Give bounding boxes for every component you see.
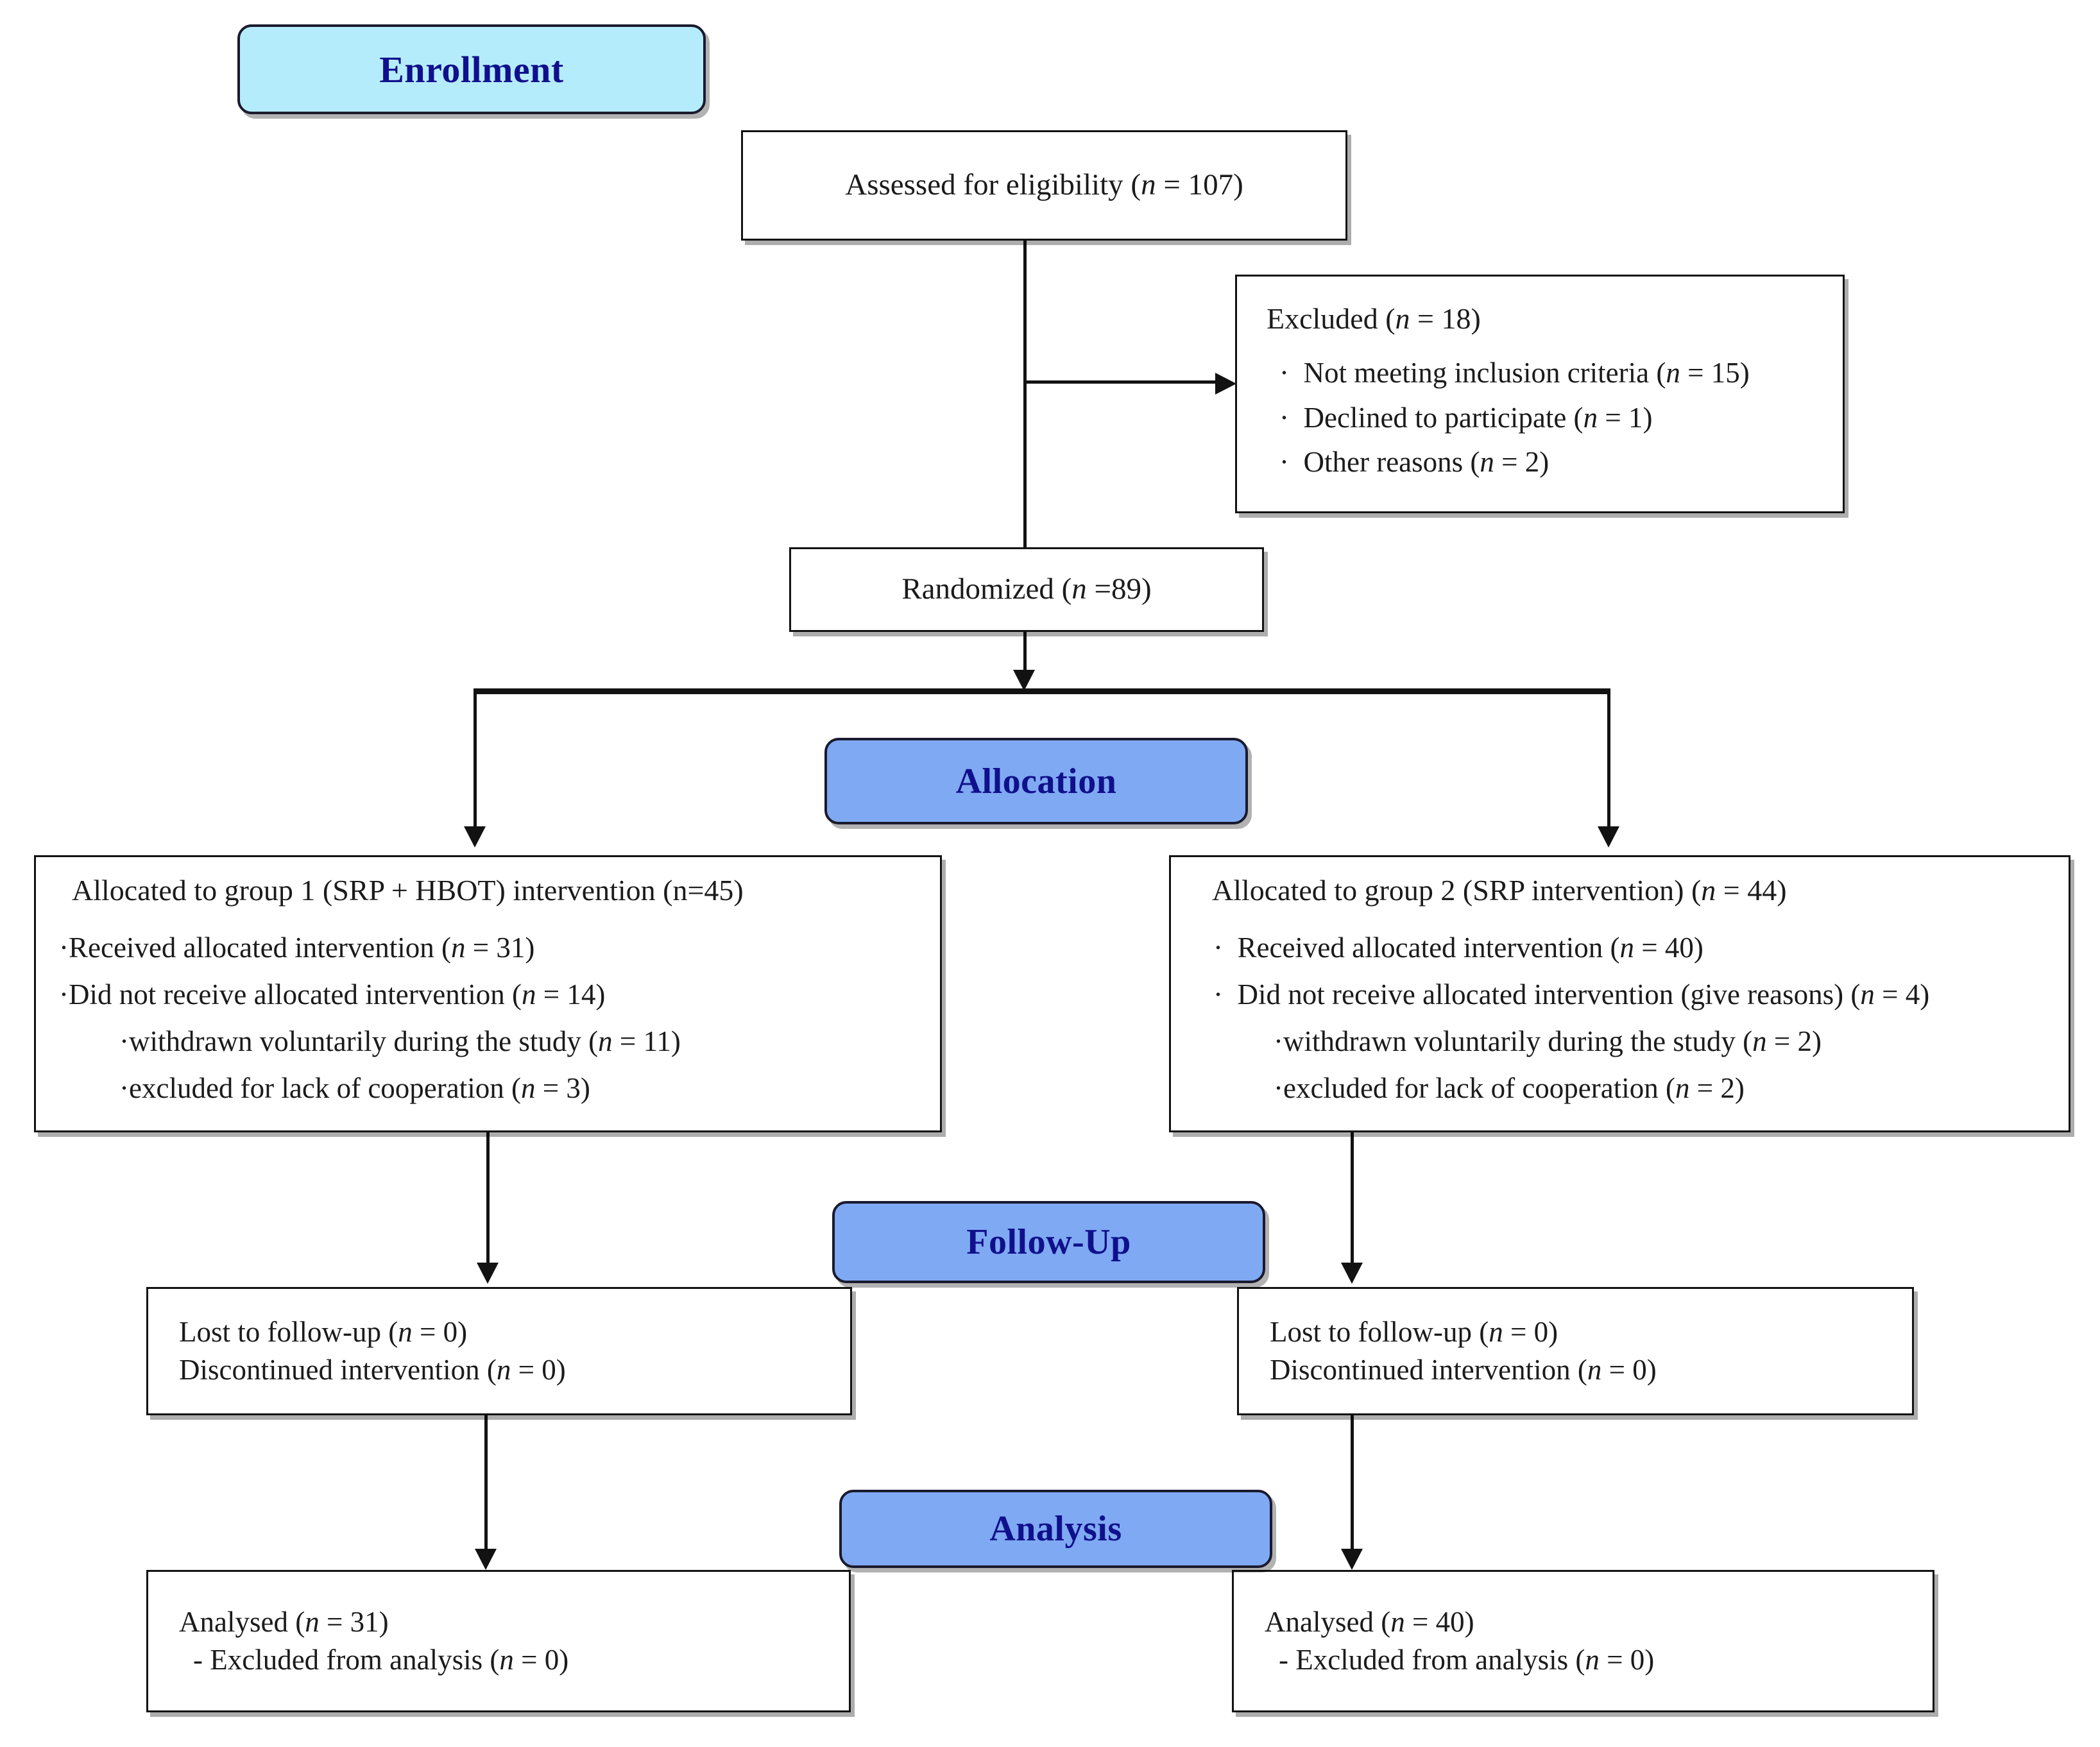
followup-right-line: Discontinued intervention (n = 0) <box>1270 1354 1657 1386</box>
stage-banner-analysis: Analysis <box>839 1490 1272 1568</box>
stage-banner-enrollment: Enrollment <box>237 24 706 114</box>
stage-banner-follow-up: Follow-Up <box>832 1201 1265 1283</box>
arrowhead-randomized-split <box>1013 670 1035 691</box>
analysis-left-sub: - Excluded from analysis (n = 0) <box>193 1644 569 1676</box>
allocation-left-header: Allocated to group 1 (SRP + HBOT) interv… <box>72 874 744 907</box>
arrowhead-followup-left <box>477 1263 499 1284</box>
box-allocation-group2: Allocated to group 2 (SRP intervention) … <box>1169 855 2070 1132</box>
allocation-right-subitem: ·excluded for lack of cooperation (n = 2… <box>1274 1072 1745 1105</box>
allocation-left-item: ·Did not receive allocated intervention … <box>59 978 606 1010</box>
allocation-right-header: Allocated to group 2 (SRP intervention) … <box>1212 874 1787 907</box>
allocation-left-subitem: ·withdrawn voluntarily during the study … <box>119 1025 681 1058</box>
assessed-line: Assessed for eligibility (n = 107) <box>845 168 1243 202</box>
excluded-header: Excluded (n = 18) <box>1267 302 1481 335</box>
arrowhead-analysis-right <box>1341 1549 1363 1570</box>
stage-banner-allocation-label: Allocation <box>955 761 1117 801</box>
connector-split-right <box>1607 688 1610 831</box>
allocation-right-item: · Did not receive allocated intervention… <box>1213 978 1930 1010</box>
analysis-right-header: Analysed (n = 40) <box>1265 1605 1474 1638</box>
box-assessed-for-eligibility: Assessed for eligibility (n = 107) <box>741 130 1347 241</box>
allocation-left-item: ·Received allocated intervention (n = 31… <box>59 931 535 964</box>
connector-randomized-down <box>1023 632 1027 674</box>
box-excluded: Excluded (n = 18) · Not meeting inclusio… <box>1235 275 1845 513</box>
connector-followup-right-to-analysis <box>1351 1415 1354 1551</box>
randomized-line: Randomized (n =89) <box>901 572 1152 606</box>
stage-banner-analysis-label: Analysis <box>989 1509 1122 1549</box>
box-followup-left: Lost to follow-up (n = 0) Discontinued i… <box>146 1287 852 1415</box>
stage-banner-allocation: Allocation <box>824 738 1248 824</box>
arrowhead-split-left <box>464 826 486 848</box>
analysis-right-sub: - Excluded from analysis (n = 0) <box>1279 1644 1655 1676</box>
excluded-item: · Not meeting inclusion criteria (n = 15… <box>1279 357 1750 389</box>
arrowhead-to-excluded <box>1215 373 1236 395</box>
connector-split-bar <box>475 688 1610 694</box>
connector-to-excluded <box>1023 380 1225 384</box>
connector-alloc-right-to-followup <box>1351 1132 1354 1264</box>
box-followup-right: Lost to follow-up (n = 0) Discontinued i… <box>1237 1287 1914 1415</box>
allocation-left-subitem: ·excluded for lack of cooperation (n = 3… <box>119 1072 590 1105</box>
arrowhead-followup-right <box>1341 1263 1363 1284</box>
followup-left-line: Lost to follow-up (n = 0) <box>179 1315 468 1348</box>
allocation-right-item: · Received allocated intervention (n = 4… <box>1213 931 1703 964</box>
excluded-item: · Declined to participate (n = 1) <box>1279 401 1653 434</box>
box-randomized: Randomized (n =89) <box>789 547 1264 632</box>
stage-banner-enrollment-label: Enrollment <box>379 48 564 90</box>
analysis-left-header: Analysed (n = 31) <box>179 1605 389 1638</box>
followup-right-line: Lost to follow-up (n = 0) <box>1270 1315 1558 1348</box>
box-analysis-left: Analysed (n = 31) - Excluded from analys… <box>146 1570 851 1712</box>
connector-assessed-to-randomized <box>1023 241 1027 549</box>
stage-banner-follow-up-label: Follow-Up <box>966 1222 1131 1262</box>
box-analysis-right: Analysed (n = 40) - Excluded from analys… <box>1232 1570 1934 1712</box>
connector-split-left <box>474 688 477 831</box>
connector-followup-left-to-analysis <box>484 1415 488 1551</box>
allocation-right-subitem: ·withdrawn voluntarily during the study … <box>1274 1025 1822 1058</box>
arrowhead-analysis-left <box>475 1549 497 1570</box>
excluded-item: · Other reasons (n = 2) <box>1279 445 1549 478</box>
followup-left-line: Discontinued intervention (n = 0) <box>179 1354 566 1386</box>
connector-alloc-left-to-followup <box>486 1132 490 1264</box>
arrowhead-split-right <box>1598 826 1619 848</box>
box-allocation-group1: Allocated to group 1 (SRP + HBOT) interv… <box>34 855 942 1132</box>
